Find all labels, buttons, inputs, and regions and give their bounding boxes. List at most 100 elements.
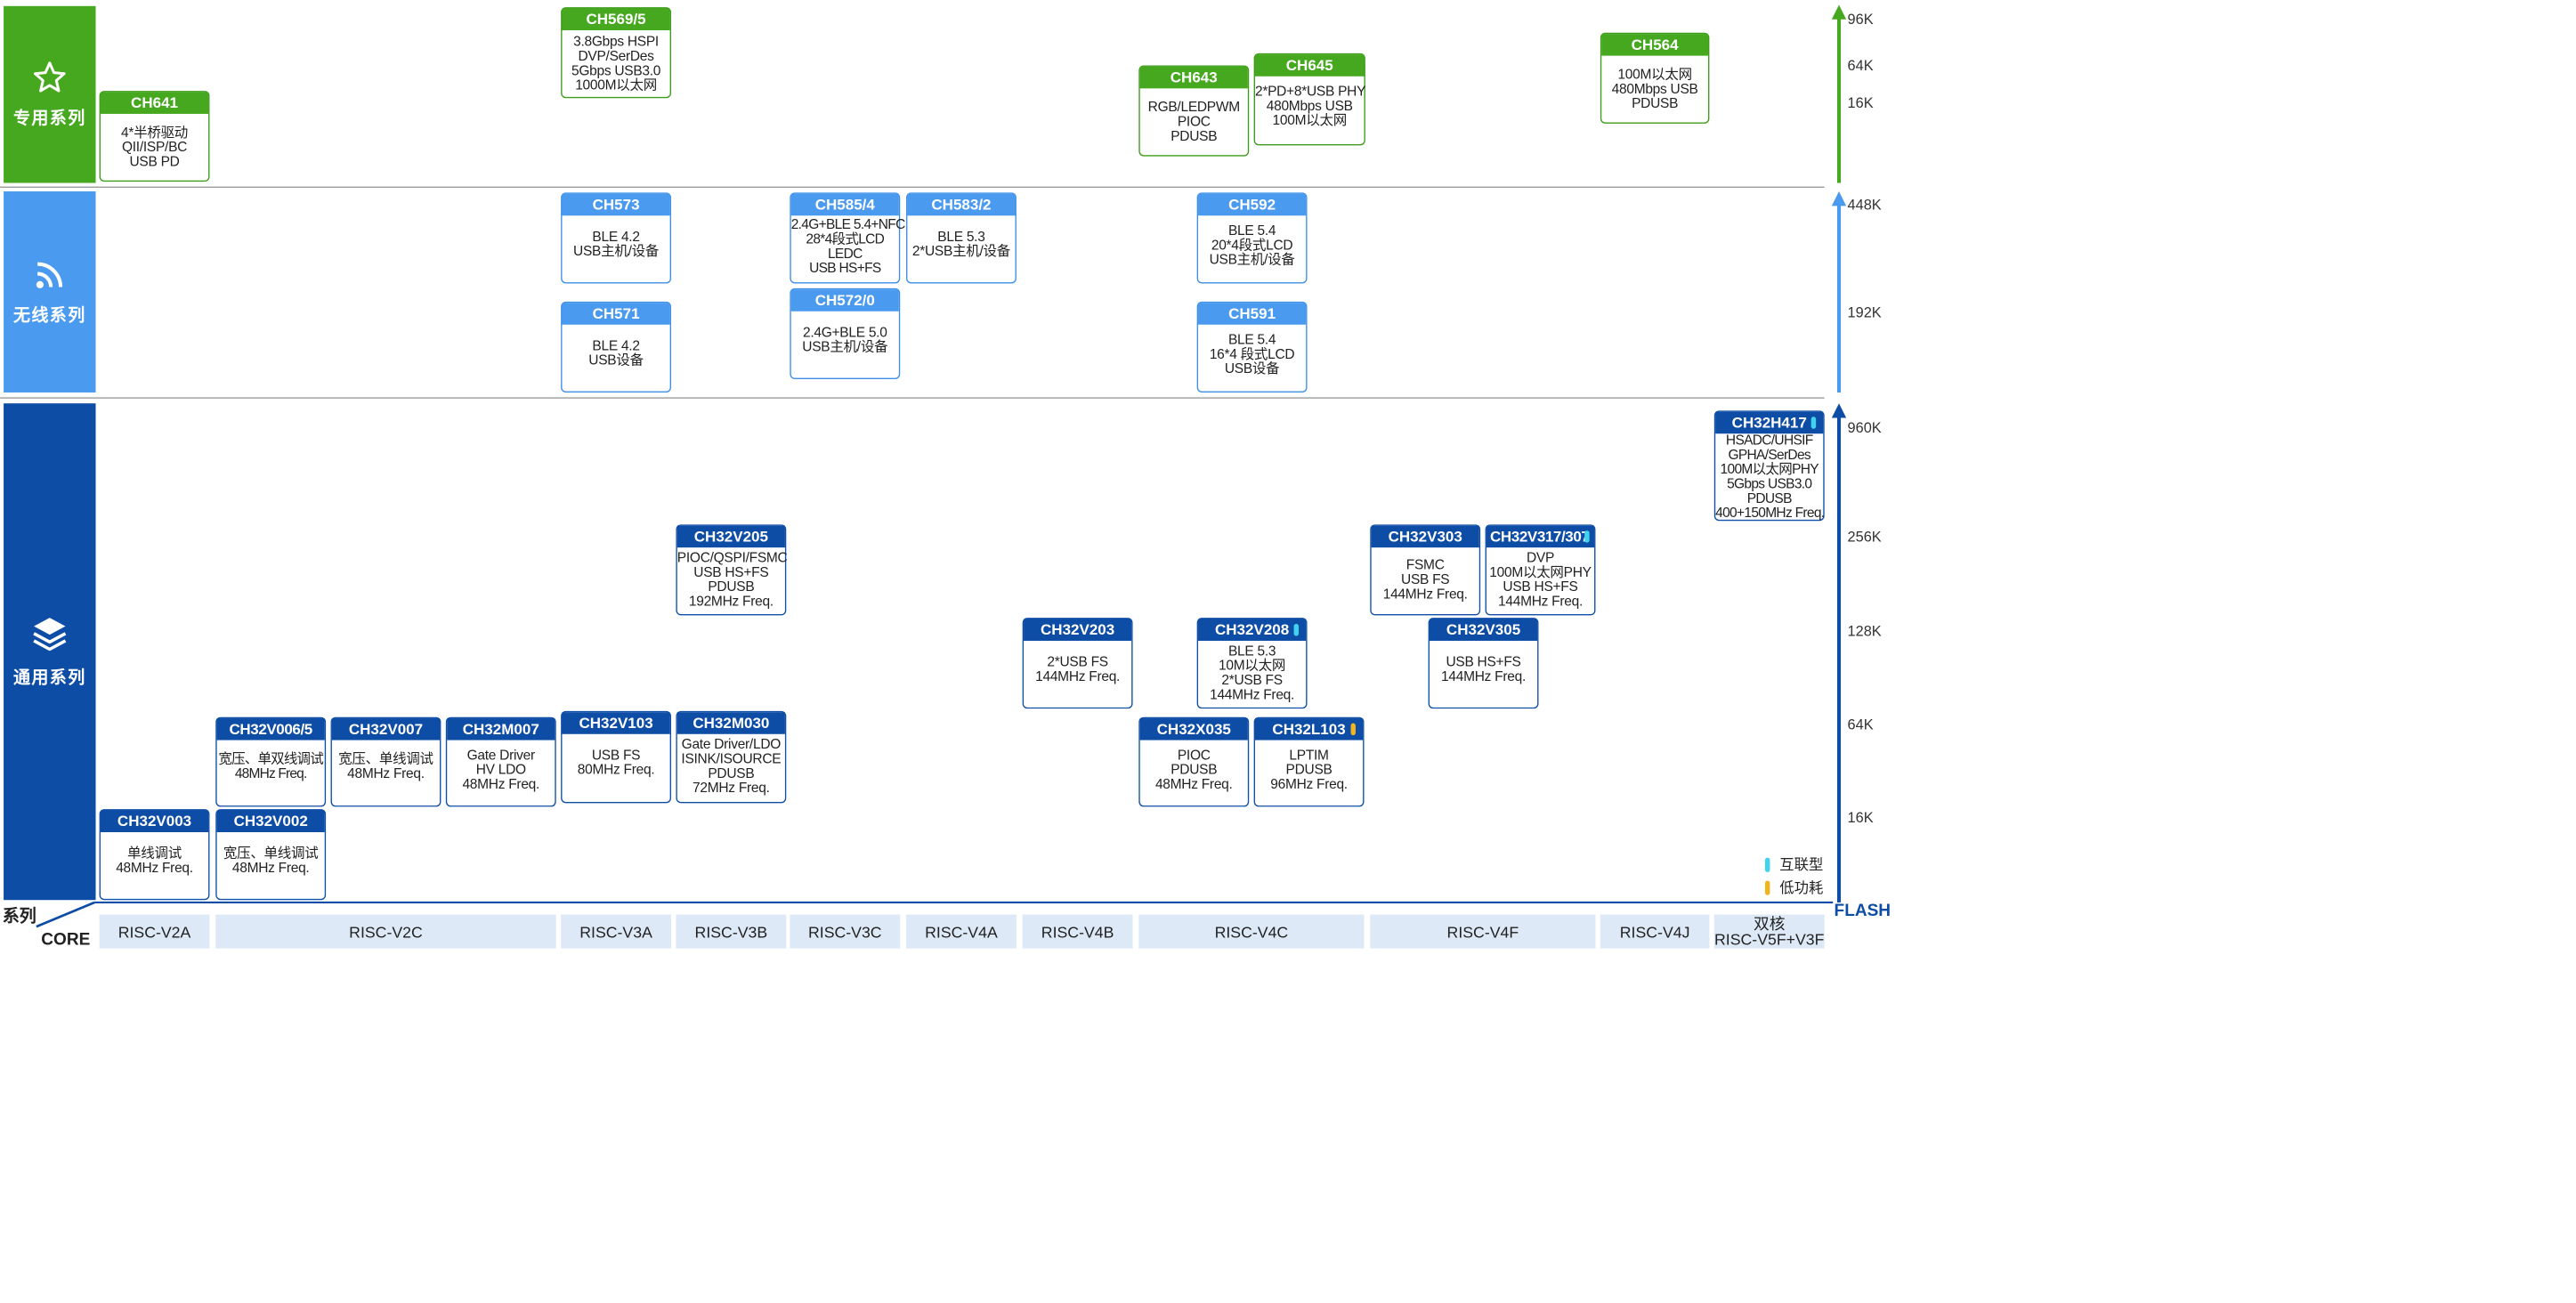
chip-feature: 宽压、单双线调试 [218,752,323,767]
interconnect-swatch-icon [1764,856,1770,872]
chip-feature: BLE 4.2 [592,339,640,354]
core-risc-v4j: RISC-V4J [1600,914,1710,949]
flash-tick-label: 448K [1847,196,1882,214]
chip-name: CH564 [1601,34,1709,56]
flash-axis-title: FLASH [1834,900,1891,919]
chip-feature: 100M以太网PHY [1489,565,1592,580]
chip-feature: 80MHz Freq. [577,763,655,778]
layers-icon [33,618,67,652]
chip-feature: 单线调试 [127,846,182,862]
chip-feature: HSADC/UHSIF [1725,433,1813,449]
chip-name: CH641 [100,92,209,114]
series-wireless-label: 无线系列 [12,304,86,325]
chip-feature: BLE 5.4 [1227,333,1276,348]
chip-feature: 100M以太网PHY [1720,462,1819,478]
chip-name: CH572/0 [790,289,899,312]
chip-feature: RGB/LEDPWM [1147,100,1240,116]
axis-corner-core: CORE [41,928,91,949]
interconnect-flag-icon [1810,417,1817,429]
legend-interconnect-label: 互联型 [1779,856,1824,874]
chip-feature: 5Gbps USB3.0 [571,64,661,79]
interconnect-flag-icon [1293,623,1299,636]
chip-name-text: CH32L103 [1272,720,1346,738]
chip-feature: 48MHz Freq. [347,766,425,781]
flash-axis-arrow-wireless [1831,191,1847,393]
chip-feature: USB FS [591,749,641,764]
chip-name-text: CH32V208 [1214,621,1290,639]
chip-feature: FSMC [1405,558,1445,573]
chip-name: CH592 [1198,193,1307,216]
chip-feature: GPHA/SerDes [1728,448,1811,463]
chip-feature: 2*USB主机/设备 [911,244,1011,260]
chip-feature: 2*USB FS [1221,673,1283,689]
series-dedicated-label: 专用系列 [12,108,86,127]
flash-tick-label: 16K [1847,94,1874,112]
chip-feature: 宽压、单线调试 [338,752,433,767]
chip-feature: 48MHz Freq. [1154,777,1233,793]
chip-name: CH32V203 [1024,619,1132,641]
chip-feature: BLE 5.3 [1227,644,1276,660]
chip-feature: 48MHz Freq. [116,861,193,877]
chip-feature: BLE 5.3 [937,230,985,245]
chip-name: CH573 [562,193,670,216]
chip-feature: USB HS+FS [1503,579,1578,595]
chip-feature: 72MHz Freq. [693,781,770,797]
chip-name: CH32V007 [331,718,441,741]
chip-feature: USB设备 [1224,361,1280,377]
chip-feature: 5Gbps USB3.0 [1727,477,1812,492]
chip-feature: ISINK/ISOURCE [681,752,782,767]
flash-tick-label: 960K [1847,418,1882,436]
low-power-flag-icon [1350,723,1356,736]
chip-feature: PDUSB [1746,491,1793,506]
chip-feature: LEDC [827,247,863,262]
chip-name: CH32V002 [216,810,325,833]
series-dedicated: 专用系列 [4,5,96,183]
chip-feature: USB FS [1401,572,1450,588]
chip-name: CH32V103 [562,712,670,734]
series-general: 通用系列 [4,403,96,901]
core-risc-v2c: RISC-V2C [215,914,556,949]
axis-corner-divider [36,901,1834,928]
chip-feature: 16*4 段式LCD [1209,347,1295,362]
interconnect-flag-icon [1584,530,1590,543]
chip-feature: 28*4段式LCD [806,232,885,247]
chip-feature: USB HS+FS [1446,655,1521,670]
chip-name: CH643 [1139,66,1248,89]
chip-feature: 48MHz Freq. [462,777,540,793]
chip-feature: 100M以太网 [1272,113,1348,129]
chip-feature: 144MHz Freq. [1382,587,1468,603]
flash-axis-arrow-dedicated [1831,4,1847,183]
chip-feature: 2.4G+BLE 5.4+NFC [790,217,906,233]
flash-tick-label: 16K [1847,809,1874,827]
flash-tick-label: 64K [1847,716,1874,733]
legend-low-power-label: 低功耗 [1779,879,1824,897]
